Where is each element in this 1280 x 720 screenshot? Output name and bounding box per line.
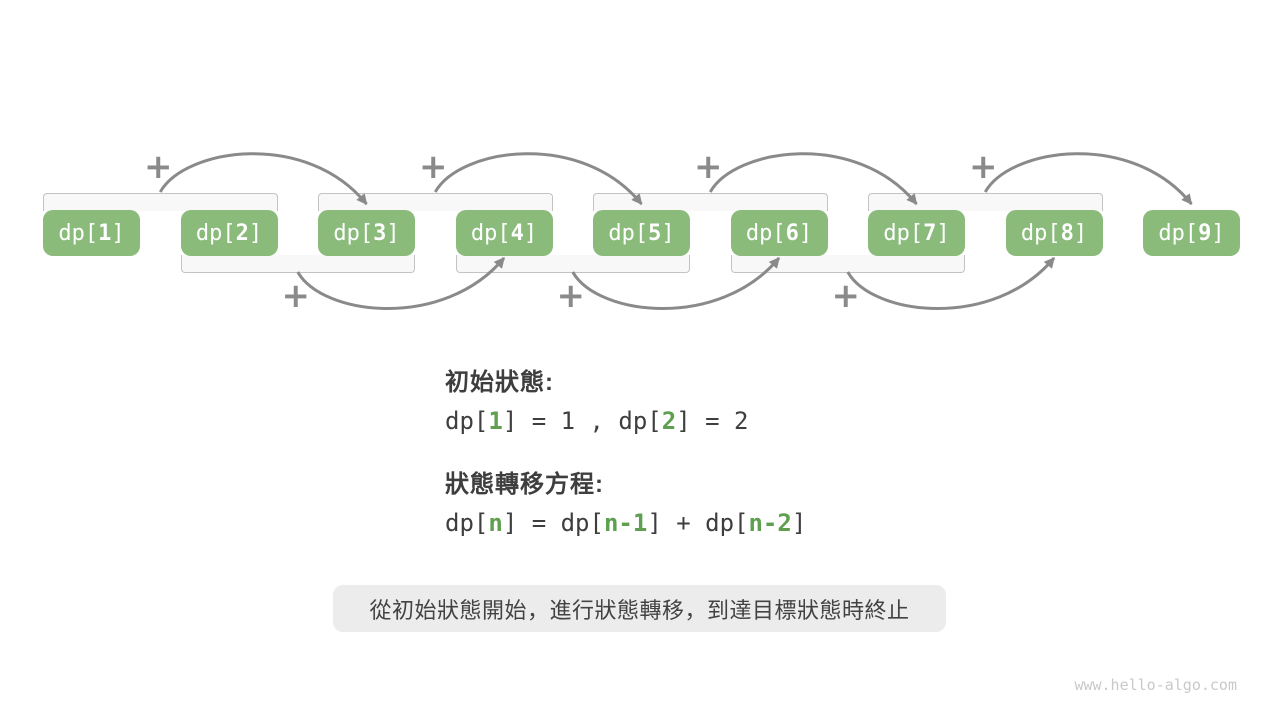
code-token: ] <box>791 509 807 537</box>
dp-box-label-index: 2 <box>235 220 249 246</box>
sum-bracket-top-3-4 <box>318 193 553 211</box>
sum-bracket-bottom-2-3 <box>180 255 415 273</box>
dp-box-label-suffix: ] <box>523 220 538 246</box>
dp-box-8: dp[8] <box>1005 210 1103 256</box>
dp-box-label-suffix: ] <box>386 220 400 246</box>
transition-equation-heading: 狀態轉移方程: <box>445 471 604 498</box>
initial-state-heading: 初始狀態: <box>445 369 554 396</box>
dp-box-label-suffix: ] <box>111 220 125 246</box>
dp-box-label-prefix: dp[ <box>745 220 786 246</box>
code-token: dp[ <box>445 407 489 435</box>
dp-box-label-suffix: ] <box>1073 220 1088 246</box>
sum-bracket-bottom-4-5 <box>455 255 690 273</box>
sum-bracket-top-1-2 <box>43 193 278 211</box>
dp-box-label-suffix: ] <box>1211 220 1225 246</box>
code-token-green: n-2 <box>748 509 792 537</box>
code-token: dp[ <box>445 509 489 537</box>
dp-box-label-prefix: dp[ <box>333 220 374 246</box>
plus-icon-bottom-6-7: + <box>831 276 861 316</box>
dp-box-label-prefix: dp[ <box>195 220 236 246</box>
sum-bracket-top-7-8 <box>868 193 1103 211</box>
dp-box-label-prefix: dp[ <box>883 220 924 246</box>
code-token-green: 2 <box>661 407 677 435</box>
dp-box-5: dp[5] <box>593 210 690 256</box>
dp-box-label-index: 8 <box>1060 220 1074 246</box>
dp-box-label-index: 1 <box>98 220 112 246</box>
dp-box-4: dp[4] <box>455 210 553 256</box>
dp-box-label-prefix: dp[ <box>1020 220 1061 246</box>
watermark-url: www.hello-algo.com <box>1074 676 1237 694</box>
dp-box-label-prefix: dp[ <box>608 220 649 246</box>
dp-box-label-index: 4 <box>510 220 524 246</box>
initial-state-equation: dp[1] = 1 , dp[2] = 2 <box>445 407 748 435</box>
code-token-green: 1 <box>488 407 503 435</box>
dp-box-label-prefix: dp[ <box>58 220 99 246</box>
dp-box-9: dp[9] <box>1143 210 1240 256</box>
dp-box-label-index: 7 <box>923 220 937 246</box>
code-token: ] = 2 <box>676 407 749 435</box>
code-token: ] = 1 , dp[ <box>502 407 662 435</box>
dp-box-7: dp[7] <box>868 210 965 256</box>
sum-bracket-bottom-6-7 <box>730 255 965 273</box>
plus-icon-bottom-2-3: + <box>281 276 311 316</box>
dp-box-3: dp[3] <box>318 210 415 256</box>
plus-icon-bottom-4-5: + <box>556 276 586 316</box>
code-token-green: n <box>488 509 503 537</box>
code-token: ] + dp[ <box>647 509 749 537</box>
state-transition-equation: dp[n] = dp[n-1] + dp[n-2] <box>445 509 806 537</box>
dp-box-label-index: 6 <box>785 220 799 246</box>
dp-box-label-suffix: ] <box>248 220 263 246</box>
dp-box-1: dp[1] <box>43 210 140 256</box>
dp-box-label-suffix: ] <box>798 220 813 246</box>
plus-icon-top-7-8: + <box>969 147 998 187</box>
sum-bracket-top-5-6 <box>593 193 828 211</box>
plus-icon-top-5-6: + <box>694 147 723 187</box>
dp-box-label-index: 9 <box>1198 220 1212 246</box>
dp-box-label-index: 3 <box>373 220 387 246</box>
summary-callout: 從初始狀態開始，進行狀態轉移，到達目標狀態時終止 <box>333 585 946 632</box>
dp-box-label-suffix: ] <box>936 220 950 246</box>
dp-box-label-prefix: dp[ <box>1158 220 1199 246</box>
dp-box-2: dp[2] <box>180 210 278 256</box>
dp-box-label-index: 5 <box>648 220 662 246</box>
dp-box-label-prefix: dp[ <box>470 220 511 246</box>
plus-icon-top-3-4: + <box>419 147 448 187</box>
plus-icon-top-1-2: + <box>144 147 173 187</box>
code-token: ] = dp[ <box>502 509 604 537</box>
dp-box-label-suffix: ] <box>661 220 675 246</box>
code-token-green: n-1 <box>603 509 648 537</box>
dp-box-6: dp[6] <box>730 210 828 256</box>
